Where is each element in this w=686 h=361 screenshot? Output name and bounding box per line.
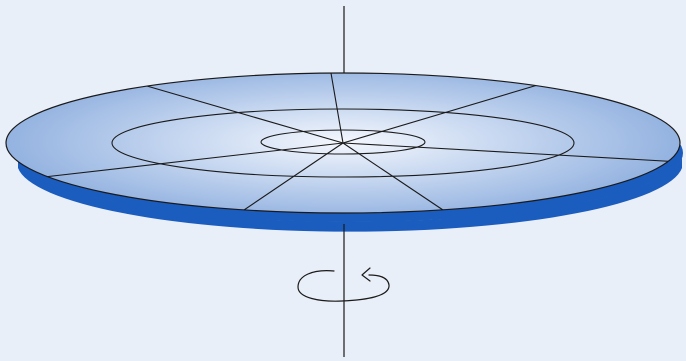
radial-line xyxy=(342,142,447,213)
radial-line xyxy=(240,142,344,213)
radial-line xyxy=(139,83,344,144)
disc-radial-lines xyxy=(43,73,680,213)
disc-ring-outer xyxy=(111,108,575,178)
radial-line xyxy=(342,83,542,144)
radial-line xyxy=(330,73,344,144)
radial-line xyxy=(342,142,680,163)
radial-line xyxy=(43,142,344,178)
disc-rim xyxy=(18,158,682,232)
counter-clockwise-arrow-icon xyxy=(297,267,390,302)
disc-ring-inner xyxy=(260,129,426,155)
